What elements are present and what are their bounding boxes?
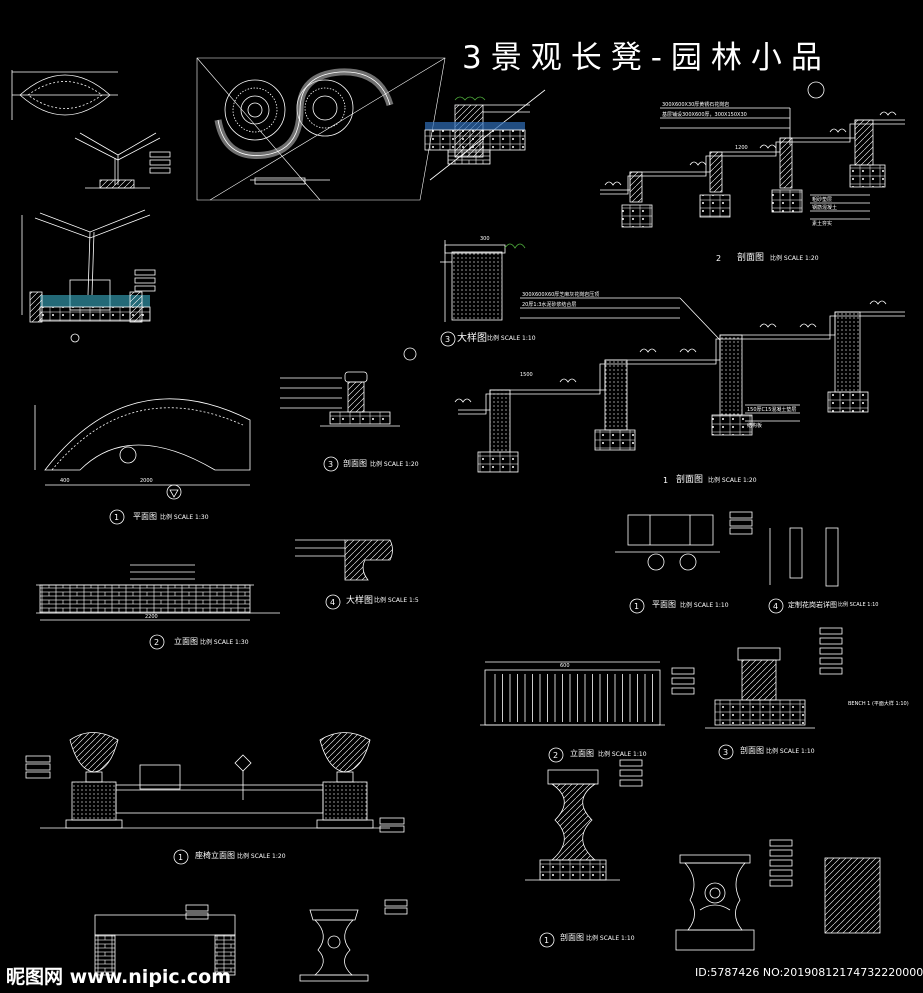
view-name-detail-b: 大样图 [346, 594, 373, 606]
view-name-elev-a: 立面图 [174, 636, 198, 646]
view-name-detail-c: 定制花岗岩详图 [788, 600, 837, 609]
dim-1: 1200 [735, 145, 748, 151]
dim-5: 2200 [145, 614, 158, 620]
view-num-section-c: 3 [328, 460, 333, 469]
view-num-section-a: 2 [716, 254, 721, 263]
view-num-detail-b: 4 [330, 598, 335, 607]
page-title: 3景观长凳-园林小品 [462, 40, 831, 76]
dim-2: 1500 [520, 372, 533, 378]
view-scale-elev-a: 比例 SCALE 1:30 [200, 638, 249, 646]
view-num-elev-c: 1 [178, 853, 183, 862]
y-frame-elevation-large [21, 209, 156, 343]
view-scale-detail-a: 比例 SCALE 1:10 [487, 334, 536, 342]
note-3: 300X600X60厚芝麻灰花岗岩压顶 [522, 291, 599, 298]
note-4: 20厚1:3水泥砂浆结合层 [522, 301, 576, 308]
view-scale-section-c: 比例 SCALE 1:20 [370, 460, 419, 468]
profile-detail-4 [295, 539, 393, 610]
ornate-leg-elevation [675, 839, 881, 951]
watermark-id: ID:5787426 NO:20190812174732220000 [695, 966, 923, 979]
stepped-section-middle [454, 297, 905, 473]
view-num-detail-a: 3 [445, 335, 450, 344]
view-num-elev-b: 2 [553, 751, 558, 760]
note-10: BENCH 1 (平面大样 1:10) [848, 700, 909, 707]
curved-bench-plan [34, 398, 251, 525]
view-scale-section-a: 比例 SCALE 1:20 [770, 254, 819, 262]
view-scale-elev-c: 比例 SCALE 1:20 [237, 852, 286, 860]
leaf-plan-drawing [11, 70, 118, 120]
view-name-elev-c: 座椅立面图 [195, 850, 235, 860]
spiral-plan-drawing [196, 57, 446, 201]
view-name-detail-a: 大样图 [457, 331, 487, 344]
paver-plan [615, 511, 753, 614]
view-scale-section-b: 比例 SCALE 1:20 [708, 476, 757, 484]
drawing-labels: 2 剖面图 比例 SCALE 1:20 3 大样图 比例 SCALE 1:10 … [60, 101, 909, 945]
bench-section-3 [280, 347, 417, 472]
note-2: 基层铺设300X600厚，300X150X30 [662, 111, 747, 118]
view-name-section-e: 剖面图 [560, 932, 584, 942]
dim-7: 600 [560, 663, 570, 669]
view-name-section-b: 剖面图 [676, 473, 703, 485]
note-6: 钢筋混凝土 [812, 204, 837, 211]
long-bench-elevation [480, 661, 695, 763]
view-name-plan-a: 平面图 [133, 512, 157, 521]
view-scale-detail-b: 比例 SCALE 1:5 [374, 596, 419, 604]
granite-detail-4 [768, 527, 839, 614]
view-num-section-e: 1 [544, 936, 549, 945]
carved-pedestal-section [525, 759, 643, 948]
note-9: 结构板 [747, 422, 762, 429]
view-scale-plan-a: 比例 SCALE 1:30 [160, 513, 209, 521]
y-frame-elevation-small [74, 132, 171, 189]
view-num-plan-a: 1 [114, 513, 119, 522]
stepped-section-top [600, 81, 905, 228]
view-scale-detail-c: 比例 SCALE 1:10 [838, 601, 878, 608]
bench-bottom-elevation [94, 899, 408, 982]
dim-4: 400 [60, 478, 70, 484]
stone-bench-elevation [36, 564, 280, 650]
view-num-detail-c: 4 [773, 602, 778, 611]
urn-bench-elevation [25, 732, 405, 865]
pedestal-section [705, 627, 843, 760]
dim-6: 300 [480, 236, 490, 242]
view-num-section-d: 3 [723, 748, 728, 757]
view-scale-plan-b: 比例 SCALE 1:10 [680, 601, 729, 609]
note-7: 素土夯实 [812, 220, 832, 227]
note-5: 粗砂垫层 [812, 196, 832, 203]
detail-3-drawing [440, 240, 526, 347]
note-1: 300X600X30厚黄锈石花岗岩 [662, 101, 729, 108]
watermark-site: 昵图网 www.nipic.com [6, 966, 232, 988]
view-num-elev-a: 2 [154, 638, 159, 647]
view-name-elev-b: 立面图 [570, 748, 594, 758]
note-8: 150厚C15混凝土垫层 [747, 406, 796, 413]
view-num-plan-b: 1 [634, 602, 639, 611]
view-scale-section-d: 比例 SCALE 1:10 [766, 747, 815, 755]
view-name-section-a: 剖面图 [737, 251, 764, 263]
planter-section-drawing [424, 89, 546, 181]
view-scale-section-e: 比例 SCALE 1:10 [586, 934, 635, 942]
view-name-section-d: 剖面图 [740, 745, 764, 755]
view-name-plan-b: 平面图 [652, 600, 676, 609]
view-num-section-b: 1 [663, 476, 668, 485]
dim-3: 2000 [140, 478, 153, 484]
view-name-section-c: 剖面图 [343, 458, 367, 468]
view-scale-elev-b: 比例 SCALE 1:10 [598, 750, 647, 758]
